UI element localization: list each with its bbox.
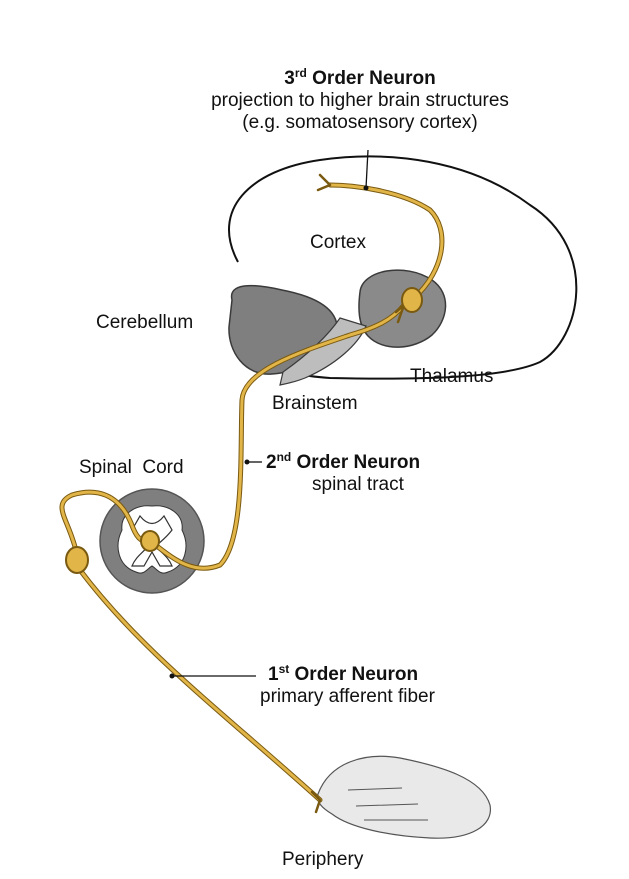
third-order-title-text: Order Neuron (312, 68, 436, 89)
second-order-title-text: Order Neuron (297, 452, 421, 473)
third-order-line2: (e.g. somatosensory cortex) (150, 112, 570, 134)
spinal-cord-label: Spinal Cord (79, 457, 184, 479)
third-order-cell-body (402, 288, 422, 312)
second-order-cell-body (141, 531, 159, 551)
third-order-ordinal-suffix: rd (295, 66, 307, 80)
leader-dot-third (364, 186, 369, 191)
first-order-title-text: Order Neuron (295, 664, 419, 685)
first-order-cell-body (66, 547, 88, 573)
second-order-subtitle: spinal tract (266, 474, 420, 496)
first-order-ordinal-suffix: st (279, 662, 290, 676)
cerebellum-label: Cerebellum (96, 312, 193, 334)
periphery-paw (318, 756, 491, 838)
thalamus-label: Thalamus (410, 366, 493, 388)
leader-dot-second (245, 460, 250, 465)
first-order-subtitle: primary afferent fiber (260, 686, 435, 708)
first-order-ordinal-number: 1 (268, 664, 279, 685)
second-order-ordinal-suffix: nd (277, 450, 292, 464)
first-order-label: 1st Order Neuron primary afferent fiber (260, 664, 435, 708)
second-order-label: 2nd Order Neuron spinal tract (266, 452, 420, 496)
brainstem-label: Brainstem (272, 393, 358, 415)
cortex-label: Cortex (310, 232, 366, 254)
third-order-title: 3rd Order Neuron (150, 68, 570, 90)
third-order-line1: projection to higher brain structures (150, 90, 570, 112)
third-order-ordinal-number: 3 (284, 68, 295, 89)
third-order-label: 3rd Order Neuron projection to higher br… (150, 68, 570, 134)
second-order-title: 2nd Order Neuron (266, 452, 420, 474)
second-order-ordinal-number: 2 (266, 452, 277, 473)
leader-dot-first (170, 674, 175, 679)
periphery-label: Periphery (282, 849, 363, 871)
first-order-title: 1st Order Neuron (260, 664, 435, 686)
